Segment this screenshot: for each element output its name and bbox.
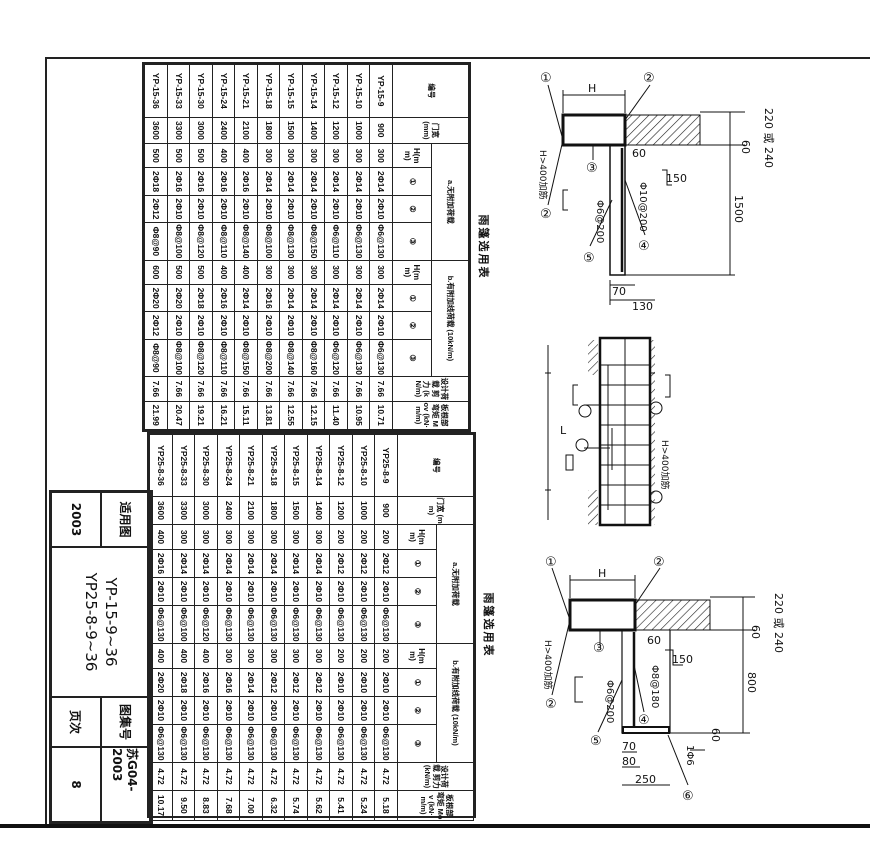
dim-wall: 220 或 240 <box>772 593 785 653</box>
plan-detail: L H>400加筋 <box>545 336 671 527</box>
callout-5: ⑤ <box>590 734 602 749</box>
bar-6-spec: 1Φ6 <box>684 745 695 766</box>
callout-2b: ② <box>540 207 552 222</box>
beam-section <box>568 598 637 632</box>
dim-wall: 220 或 240 <box>762 108 775 168</box>
callout-5: ⑤ <box>583 251 595 266</box>
beam-section <box>561 113 627 147</box>
callout-2: ② <box>643 71 655 86</box>
dim-h: H <box>588 82 596 95</box>
callout-1: ① <box>545 555 557 570</box>
dim-h: H <box>598 567 606 580</box>
callout-3: ③ <box>593 641 605 656</box>
section-detail-yp25: H 220 或 240 60 60 150 800 60 70 80 250 Φ… <box>542 555 785 804</box>
section-detail-yp15: H 220 或 240 60 60 150 1500 70 130 Φ10@20… <box>537 71 775 313</box>
dim-150: 150 <box>666 172 687 185</box>
dim-60: 60 <box>739 140 752 154</box>
dim-130: 130 <box>632 300 653 313</box>
dim-70: 70 <box>612 285 626 298</box>
wall-hatch <box>634 599 711 631</box>
callout-4: ④ <box>638 239 650 254</box>
dim-span: 800 <box>745 672 758 693</box>
bar-5-spec: Φ6@200 <box>594 200 605 243</box>
extra-bar-note: H>400加筋 <box>537 150 549 200</box>
dim-60-c: 60 <box>709 728 722 742</box>
bar-4-spec: Φ10@200 <box>637 182 648 232</box>
callout-6: ⑥ <box>682 789 694 804</box>
dim-250: 250 <box>635 773 656 786</box>
callout-4: ④ <box>638 713 650 728</box>
dim-150: 150 <box>672 653 693 666</box>
dim-70: 70 <box>622 740 636 753</box>
dim-60-b: 60 <box>632 147 646 160</box>
dim-60: 60 <box>749 625 762 639</box>
wall-hatch <box>624 114 701 146</box>
plan-extra-bar-note: H>400加筋 <box>659 440 671 490</box>
callout-1: ① <box>540 71 552 86</box>
bar-4-spec: Φ8@180 <box>649 665 660 708</box>
extra-bar-note: H>400加筋 <box>542 640 554 690</box>
callout-2b: ② <box>545 697 557 712</box>
bar-5-spec: Φ6@200 <box>604 680 615 723</box>
sheet-border-left <box>45 57 47 825</box>
dim-80: 80 <box>622 755 636 768</box>
callout-3: ③ <box>586 161 598 176</box>
callout-2: ② <box>653 555 665 570</box>
scan-edge-rule <box>0 824 870 828</box>
dim-span: 1500 <box>732 195 745 223</box>
dim-60-b: 60 <box>647 634 661 647</box>
sheet-border-top <box>45 57 870 59</box>
plan-mark: L <box>560 424 567 437</box>
